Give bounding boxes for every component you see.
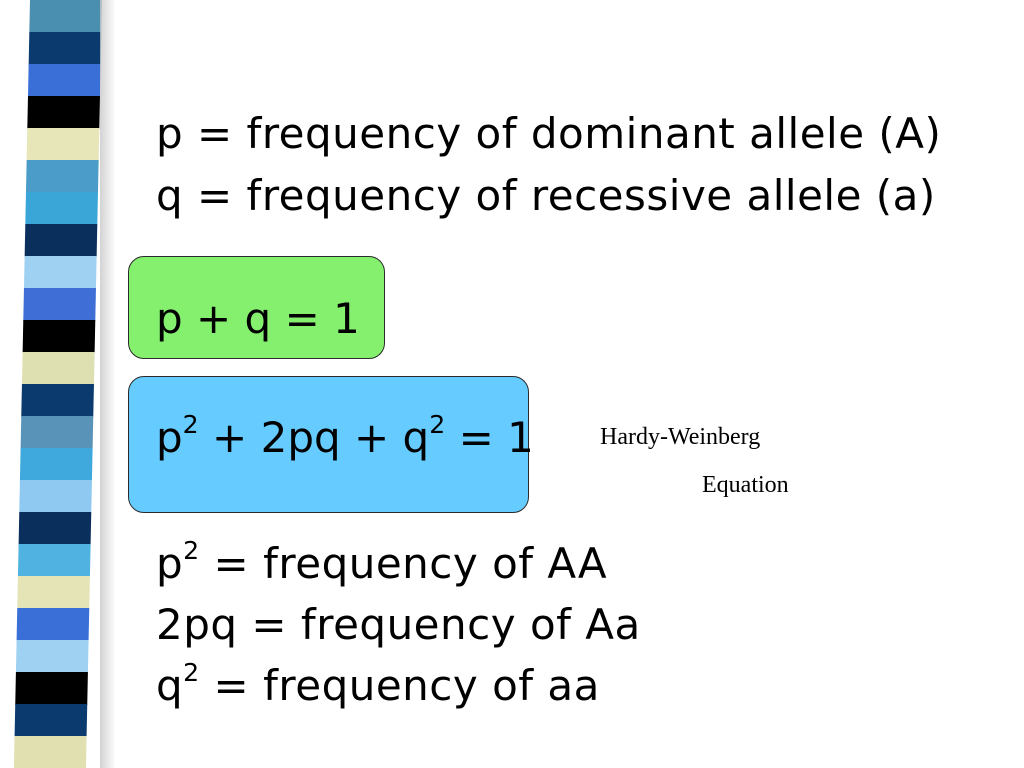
stripe-segment (26, 128, 100, 161)
stripe-segment (17, 544, 91, 577)
stripe-segment (25, 192, 98, 225)
genotype-heterozygous: 2pq = frequency of Aa (156, 600, 641, 649)
aa-rec-exponent: 2 (183, 658, 200, 688)
p-definition: p = frequency of dominant allele (A) (156, 109, 942, 158)
stripe-bar-shadow (100, 0, 116, 768)
stripe-segment (27, 96, 100, 129)
aa-rec-base: q (156, 661, 184, 710)
hw-middle: + 2pq + q (198, 413, 430, 462)
stripe-segment (22, 320, 96, 353)
genotype-homozygous-recessive: q2 = frequency of aa (156, 660, 600, 707)
stripe-segment (15, 672, 88, 705)
stripe-segment (19, 480, 92, 513)
stripe-segment (28, 32, 102, 65)
stripe-segment (19, 448, 93, 481)
stripe-segment (21, 384, 94, 417)
aa-rec-rest: = frequency of aa (199, 661, 600, 710)
stripe-segment (29, 0, 103, 33)
stripe-segment (17, 576, 90, 609)
hardy-weinberg-equation-box (128, 376, 529, 513)
stripe-segment (25, 160, 99, 193)
hw-p: p (156, 413, 183, 462)
hardy-weinberg-label-line2: Equation (702, 472, 789, 498)
q-definition: q = frequency of recessive allele (a) (156, 171, 936, 220)
stripe-segment (21, 352, 95, 385)
aa-dom-rest: = frequency of AA (199, 539, 608, 588)
hardy-weinberg-label-line1: Hardy-Weinberg (600, 424, 761, 450)
stripe-segment (15, 640, 89, 673)
stripe-segment (27, 64, 101, 97)
hw-q-exponent: 2 (429, 410, 446, 440)
stripe-segment (16, 608, 90, 641)
allele-equation: p + q = 1 (156, 294, 360, 343)
stripe-segment (23, 256, 97, 289)
decorative-stripe-bar (13, 0, 103, 768)
allele-equation-box (128, 256, 385, 359)
hw-end: = 1 (445, 413, 534, 462)
hardy-weinberg-equation: p2 + 2pq + q2 = 1 (156, 412, 534, 459)
genotype-homozygous-dominant: p2 = frequency of AA (156, 538, 607, 585)
stripe-segment (14, 704, 88, 737)
stripe-segment (18, 512, 92, 545)
hw-p-exponent: 2 (182, 410, 199, 440)
stripe-segment (24, 224, 98, 257)
stripe-segment (20, 416, 94, 449)
stripe-segment (23, 288, 96, 321)
aa-dom-exponent: 2 (183, 536, 200, 566)
stripe-segment (13, 736, 87, 768)
aa-dom-base: p (156, 539, 184, 588)
